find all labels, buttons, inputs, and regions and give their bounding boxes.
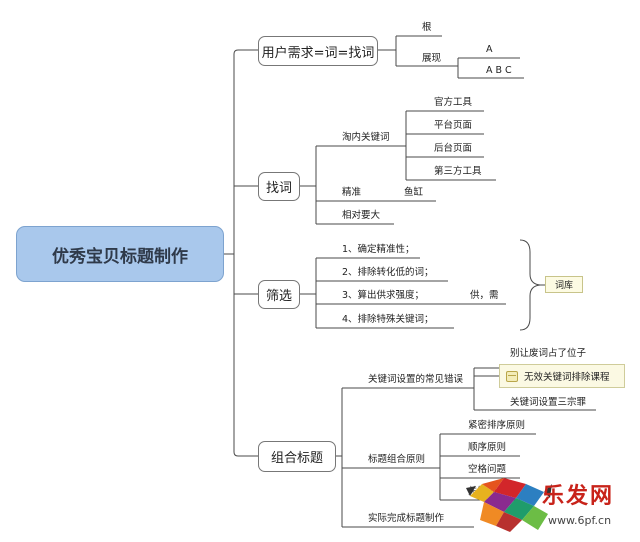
leaf-precise[interactable]: 精准 (342, 187, 362, 198)
leaf-tight-order[interactable]: 紧密排序原则 (468, 420, 526, 431)
watermark-url: www.6pf.cn (548, 514, 612, 527)
keyword-library-box[interactable]: 词库 (545, 276, 583, 293)
leaf-backend-page[interactable]: 后台页面 (434, 143, 473, 154)
watermark-title: 乐发网 (542, 483, 615, 509)
leaf-show[interactable]: 展现 (422, 53, 442, 64)
leaf-order-principle[interactable]: 顺序原则 (468, 442, 507, 453)
branch-find-words[interactable]: 找词 (258, 172, 300, 201)
bull-logo-icon (466, 478, 552, 532)
leaf-fish-tank[interactable]: 鱼缸 (404, 187, 424, 198)
leaf-step-3[interactable]: 3、算出供求强度； (342, 290, 425, 301)
leaf-title-principles[interactable]: 标题组合原则 (368, 454, 426, 465)
leaf-space-issue[interactable]: 空格问题 (468, 464, 507, 475)
leaf-supply-demand[interactable]: 供，需 (470, 290, 499, 301)
branch-combine-title[interactable]: 组合标题 (258, 441, 336, 472)
leaf-error-waste-words[interactable]: 别让废词占了位子 (510, 348, 587, 359)
course-label: 无效关键词排除课程 (524, 372, 610, 383)
leaf-step-1[interactable]: 1、确定精准性； (342, 244, 415, 255)
branch-filter[interactable]: 筛选 (258, 280, 300, 309)
site-watermark: 乐发网 www.6pf.cn (464, 474, 632, 536)
leaf-platform-page[interactable]: 平台页面 (434, 120, 473, 131)
course-link-box[interactable]: 无效关键词排除课程 (499, 364, 625, 388)
leaf-root-word[interactable]: 根 (422, 22, 432, 33)
leaf-taobao-keywords[interactable]: 淘内关键词 (342, 132, 390, 143)
leaf-complete-title[interactable]: 实际完成标题制作 (368, 513, 445, 524)
course-icon (506, 370, 518, 382)
leaf-show-a[interactable]: A (486, 44, 493, 55)
leaf-third-party-tools[interactable]: 第三方工具 (434, 166, 482, 177)
leaf-error-three-sins[interactable]: 关键词设置三宗罪 (510, 397, 587, 408)
branch-user-need[interactable]: 用户需求=词=找词 (258, 36, 378, 66)
leaf-show-abc[interactable]: A B C (486, 65, 512, 76)
leaf-step-4[interactable]: 4、排除特殊关键词； (342, 314, 434, 325)
leaf-official-tools[interactable]: 官方工具 (434, 97, 473, 108)
leaf-relatively-large[interactable]: 相对要大 (342, 210, 381, 221)
leaf-step-2[interactable]: 2、排除转化低的词； (342, 267, 434, 278)
root-topic[interactable]: 优秀宝贝标题制作 (16, 226, 224, 282)
leaf-common-errors[interactable]: 关键词设置的常见错误 (368, 374, 464, 385)
